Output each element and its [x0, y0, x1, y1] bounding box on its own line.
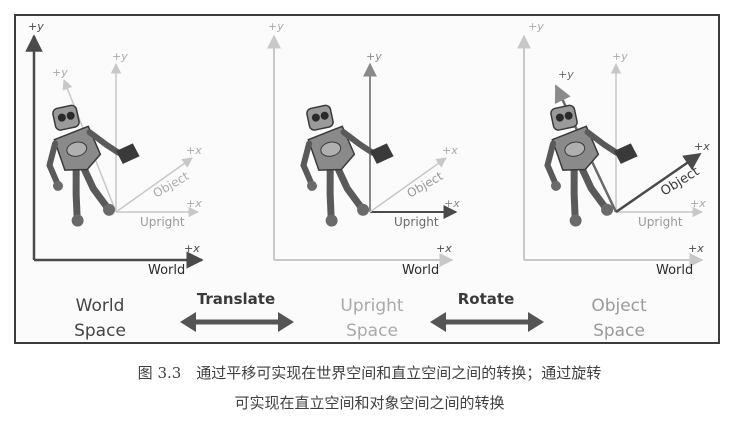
- world-axis-label: World: [402, 263, 439, 278]
- figure-frame: +y +x World +y +x Upright +y +x Object +…: [14, 14, 720, 344]
- upright-y-label: +y: [612, 50, 628, 63]
- world-x-label: +x: [436, 242, 452, 255]
- world-axis-label: World: [656, 263, 693, 278]
- world-space-title-line1: World: [76, 296, 125, 316]
- translate-label: Translate: [197, 290, 275, 308]
- object-space-title-line2: Space: [593, 321, 645, 341]
- translate-double-arrow: [180, 312, 294, 332]
- world-space-title-line2: Space: [74, 321, 126, 341]
- upright-axis-label: Upright: [394, 215, 439, 229]
- upright-x-label: +x: [444, 197, 460, 210]
- coordinate-spaces-illustration: +y +x World +y +x Upright +y +x Object +…: [25, 20, 710, 341]
- world-y-label: +y: [528, 20, 544, 33]
- rotate-label: Rotate: [458, 290, 515, 308]
- world-x-label: +x: [184, 242, 200, 255]
- world-y-label: +y: [28, 20, 44, 33]
- object-x-axis: [615, 152, 702, 214]
- upright-axis-label: Upright: [638, 215, 683, 229]
- upright-space-title-line2: Space: [346, 321, 398, 341]
- figure-caption-line-1: 图 3.3 通过平移可实现在世界空间和直立空间之间的转换；通过旋转: [137, 364, 602, 382]
- upright-y-label: +y: [112, 50, 128, 63]
- object-x-label: +x: [186, 144, 202, 157]
- world-axis-label: World: [148, 263, 185, 278]
- world-x-label: +x: [688, 242, 704, 255]
- object-x-label: +x: [442, 144, 458, 157]
- upright-y-label: +y: [366, 50, 382, 63]
- object-space-title-line1: Object: [591, 296, 647, 316]
- object-y-label: +y: [558, 68, 574, 81]
- object-x-axis: [369, 157, 447, 213]
- upright-axis-label: Upright: [140, 215, 185, 229]
- upright-x-label: +x: [690, 197, 706, 210]
- robot-figure: [37, 94, 151, 230]
- object-y-label: +y: [52, 66, 68, 79]
- upright-x-label: +x: [186, 197, 202, 210]
- object-x-axis: [115, 157, 193, 213]
- panel-object-space: +y +x World +y +x Upright +y +x Object: [517, 20, 710, 278]
- object-x-label: +x: [694, 140, 710, 153]
- figure-caption-line-2: 可实现在直立空间和对象空间之间的转换: [234, 394, 505, 412]
- robot-figure: [535, 94, 649, 230]
- object-axis-label: Object: [658, 164, 702, 199]
- world-y-label: +y: [268, 20, 284, 33]
- upright-space-title-line1: Upright: [340, 296, 404, 316]
- panel-world-space: +y +x World +y +x Upright +y +x Object: [25, 20, 204, 278]
- rotate-double-arrow: [430, 312, 544, 332]
- robot-figure: [291, 94, 405, 230]
- panel-upright-space: +y +x World +y +x Upright +x Object: [267, 20, 460, 278]
